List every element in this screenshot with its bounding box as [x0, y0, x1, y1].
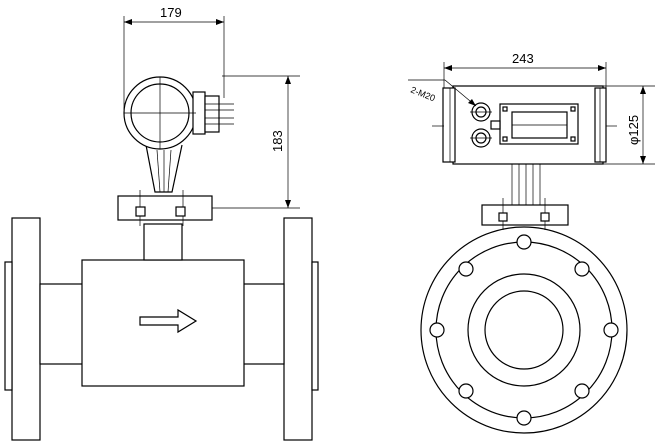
right-flange [283, 217, 319, 441]
front-mounting-plate [481, 198, 569, 230]
front-flange-disk [420, 226, 628, 434]
left-flange [4, 217, 41, 441]
support-stem [145, 144, 183, 193]
dimension-label-183: 183 [270, 130, 285, 152]
dimension-label-243: 243 [512, 51, 534, 66]
dimension-diameter-125: φ125 [600, 85, 655, 165]
neck [143, 223, 183, 261]
front-view: 2-M20 243 φ125 [408, 51, 655, 434]
dimension-label-phi125: φ125 [626, 115, 641, 145]
dimension-label-179: 179 [160, 5, 182, 20]
flow-direction-arrow [139, 308, 198, 334]
dimension-width-243: 243 [443, 51, 607, 88]
dimension-height-183: 183 [212, 75, 300, 209]
side-view: 179 183 [4, 5, 319, 441]
converter-head [123, 76, 234, 150]
converter-housing [432, 85, 617, 165]
bolt-holes [429, 234, 619, 426]
cable-glands [470, 102, 501, 148]
mounting-plate [117, 190, 213, 226]
dimension-width-179: 179 [123, 5, 225, 110]
thread-label-2m20: 2-M20 [409, 85, 436, 104]
sensor-body [81, 259, 245, 387]
